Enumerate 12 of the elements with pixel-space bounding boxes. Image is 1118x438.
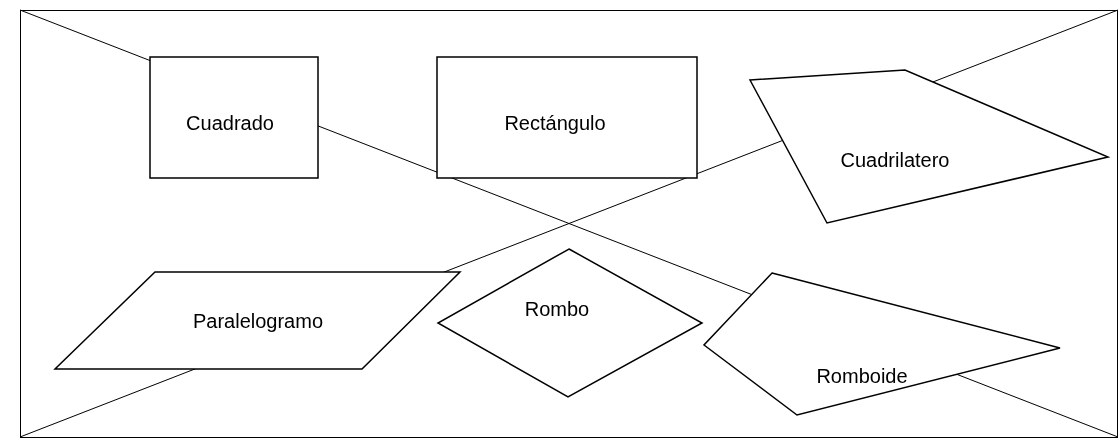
shape-label: Cuadrado (186, 111, 274, 135)
square-shape (150, 57, 318, 178)
rhomboid-shape (704, 273, 1060, 415)
shape-label: Paralelogramo (192, 309, 324, 333)
shape-label: Romboide (816, 364, 908, 388)
rhombus-shape (438, 249, 702, 397)
parallelogram-shape (55, 272, 460, 369)
shape-label: Rectángulo (504, 111, 606, 135)
rectangle-shape (437, 57, 697, 178)
shape-label: Rombo (524, 297, 590, 321)
quadrilateral-shape (750, 70, 1108, 223)
shape-label: Cuadrilatero (840, 148, 950, 172)
